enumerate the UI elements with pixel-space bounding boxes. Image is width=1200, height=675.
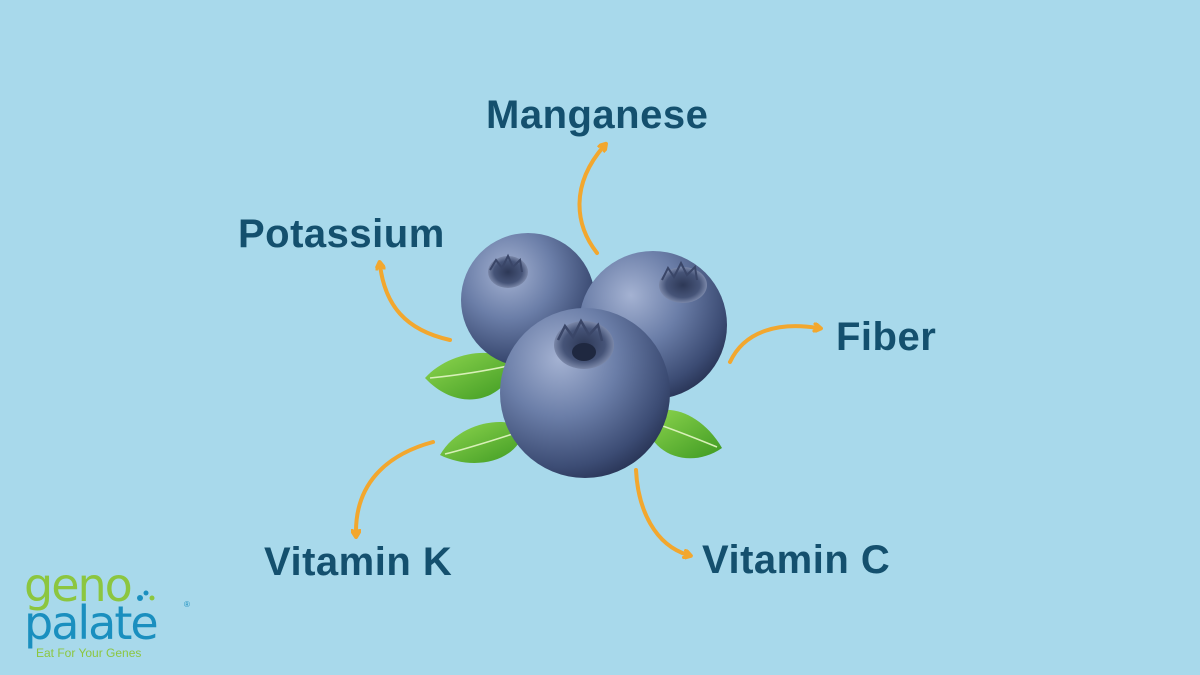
- dna-dots-icon: [137, 590, 155, 601]
- arrows: [356, 146, 818, 555]
- logo-word-palate: palate: [24, 596, 159, 650]
- leaf-left-lower: [440, 422, 525, 463]
- arrow-to-vitamin-c: [634, 468, 688, 555]
- blueberry-front: [500, 308, 670, 478]
- label-fiber: Fiber: [836, 315, 937, 359]
- label-vitamin-c: Vitamin C: [702, 538, 891, 582]
- label-potassium: Potassium: [238, 212, 445, 256]
- arrow-to-fiber: [728, 326, 818, 364]
- genopalate-logo: geno palate ® Eat For Your Genes: [24, 562, 199, 665]
- logo-word-geno: geno: [24, 558, 133, 612]
- blueberries: [461, 233, 727, 478]
- label-manganese: Manganese: [486, 93, 709, 137]
- arrow-to-vitamin-k: [356, 440, 435, 534]
- logo-tagline: Eat For Your Genes: [36, 646, 142, 660]
- label-vitamin-k: Vitamin K: [264, 540, 453, 584]
- arrow-to-manganese: [577, 146, 604, 255]
- leaf-left-upper: [425, 352, 515, 400]
- registered-mark: ®: [184, 600, 190, 609]
- arrow-to-potassium: [380, 265, 452, 342]
